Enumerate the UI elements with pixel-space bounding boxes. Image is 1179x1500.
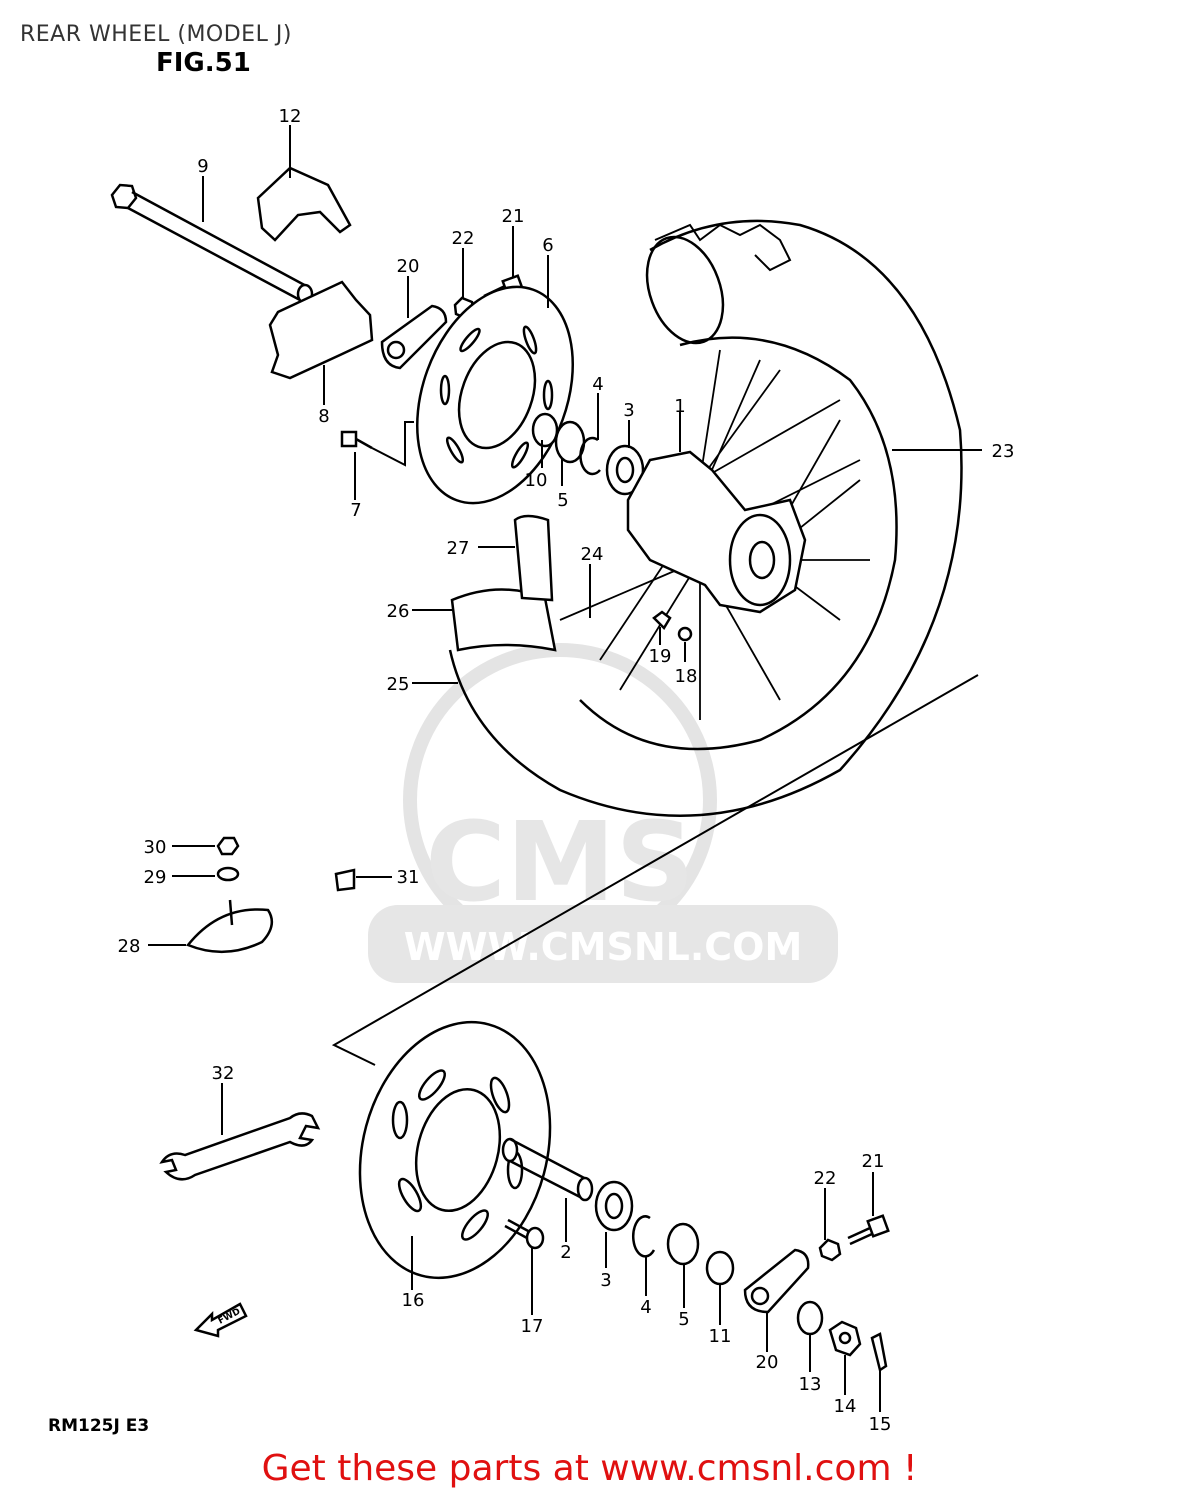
callout-24: 24 (581, 544, 604, 565)
rim-lock (185, 899, 274, 954)
callout-9: 9 (197, 156, 208, 177)
section-divider (331, 674, 979, 1066)
figure-label: FIG.51 (156, 48, 251, 78)
axle (110, 183, 314, 305)
callout-14: 14 (834, 1396, 857, 1417)
rim-band (513, 514, 554, 602)
chain-guide-bracket (256, 166, 352, 242)
tube (450, 588, 557, 652)
callout-16: 16 (402, 1290, 425, 1311)
chain-adjuster-left (380, 304, 448, 370)
bearing-left (605, 444, 645, 496)
cta-link[interactable]: Get these parts at www.cmsnl.com ! (261, 1448, 918, 1489)
spacer-right (705, 1250, 735, 1286)
spacer-tube (501, 1137, 594, 1202)
callout-18: 18 (675, 666, 698, 687)
callout-30: 30 (144, 837, 167, 858)
callout-2: 2 (560, 1242, 571, 1263)
callout-12: 12 (279, 106, 302, 127)
bolt-bottom (847, 1214, 890, 1246)
castle-nut (828, 1320, 862, 1357)
callout-25: 25 (387, 674, 410, 695)
chain-adjuster-right (743, 1248, 810, 1314)
callout-31: 31 (397, 867, 420, 888)
callout-5-top: 5 (557, 490, 568, 511)
leader-lines (148, 125, 982, 1412)
callout-28: 28 (118, 936, 141, 957)
rim-lock-washer (216, 866, 240, 882)
wheel-hub (626, 450, 807, 614)
callout-4-bottom: 4 (640, 1297, 651, 1318)
spacer-left (531, 412, 559, 448)
chain-adjuster-plate (268, 280, 374, 380)
watermark-url-text: WWW.CMSNL.COM (404, 925, 803, 969)
callout-8: 8 (318, 406, 329, 427)
callout-23: 23 (992, 441, 1015, 462)
callout-26: 26 (387, 601, 410, 622)
axle-washer (796, 1300, 824, 1336)
callout-20-top: 20 (397, 256, 420, 277)
callout-21-top: 21 (502, 206, 525, 227)
callout-15: 15 (869, 1414, 892, 1435)
callout-29: 29 (144, 867, 167, 888)
callout-13: 13 (799, 1374, 822, 1395)
rim-lock-nut (216, 836, 240, 856)
circlip-left (579, 436, 601, 476)
valve-cap (334, 868, 356, 892)
cotter-pin (870, 1332, 888, 1373)
oil-seal-right (666, 1222, 700, 1266)
callout-20-bottom: 20 (756, 1352, 779, 1373)
page-title: REAR WHEEL (MODEL J) (20, 22, 292, 47)
circlip-right (631, 1215, 656, 1258)
callout-5-bottom: 5 (678, 1309, 689, 1330)
callout-22-top: 22 (452, 228, 475, 249)
callout-27: 27 (447, 538, 470, 559)
spoke-nipple-18 (677, 626, 693, 642)
callout-6: 6 (542, 235, 553, 256)
callout-7: 7 (350, 500, 361, 521)
callout-1: 1 (674, 396, 685, 417)
fwd-arrow: FWD (193, 1302, 248, 1338)
brake-disc (416, 285, 574, 505)
disc-bolt (340, 421, 414, 467)
callout-11: 11 (709, 1326, 732, 1347)
watermark-logo-text: CMS (425, 798, 694, 926)
bearing-right (594, 1180, 634, 1232)
callout-4-top: 4 (592, 374, 603, 395)
sprocket-bolt (504, 1218, 545, 1250)
callout-3-top: 3 (623, 400, 634, 421)
watermark: CMS WWW.CMSNL.COM (368, 643, 838, 983)
callout-10: 10 (525, 470, 548, 491)
callout-17: 17 (521, 1316, 544, 1337)
model-code: RM125J E3 (48, 1416, 150, 1436)
callout-19: 19 (649, 646, 672, 667)
wrench (159, 1112, 321, 1181)
tire (448, 219, 963, 817)
callout-22-bottom: 22 (814, 1168, 837, 1189)
spoke-nipple-19 (652, 610, 672, 631)
nut-bottom (818, 1238, 842, 1262)
rear-sprocket (358, 1020, 552, 1280)
callout-3-bottom: 3 (600, 1270, 611, 1291)
callout-labels: 12 9 21 22 6 20 8 7 4 3 1 10 5 23 27 24 … (118, 106, 1015, 1435)
callout-21-bottom: 21 (862, 1151, 885, 1172)
callout-32: 32 (212, 1063, 235, 1084)
